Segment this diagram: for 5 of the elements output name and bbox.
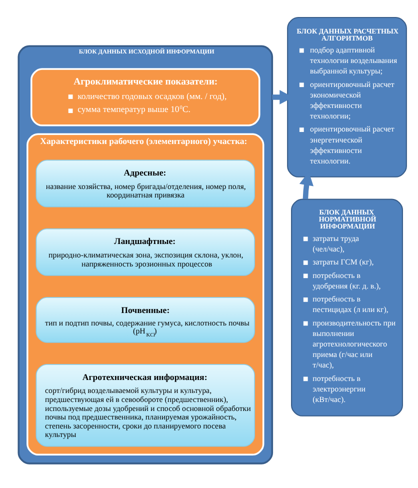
node-box: Агротехническая информация: сорт/гибрид возделываемой культуры и культура, предшествующая ей в севообороте (предшественник), используемые дозы удобрений и способ основной обработки почвы под предшественника, планируемая урожайность, степень засоренности, сроки до планируемого посева культуры	[36, 364, 255, 447]
node-box: Ландшафтные: природно-климатическая зона, экспозиция склона, уклон, напряженность эрозионных процессов	[36, 228, 255, 276]
node-box: Адресные: название хозяйства, номер бригады/отделения, номер поля, координатная привязка	[36, 160, 255, 208]
node-box: Почвенные: тип и подтип почвы, содержание гумуса, кислотность почвы (pH$_{KCl}$)	[36, 297, 255, 343]
node-box: Агроклиматические показатели: количество годовых осадков (мм. / год), сумма температур выше 10$^{0}$С.	[30, 68, 260, 126]
